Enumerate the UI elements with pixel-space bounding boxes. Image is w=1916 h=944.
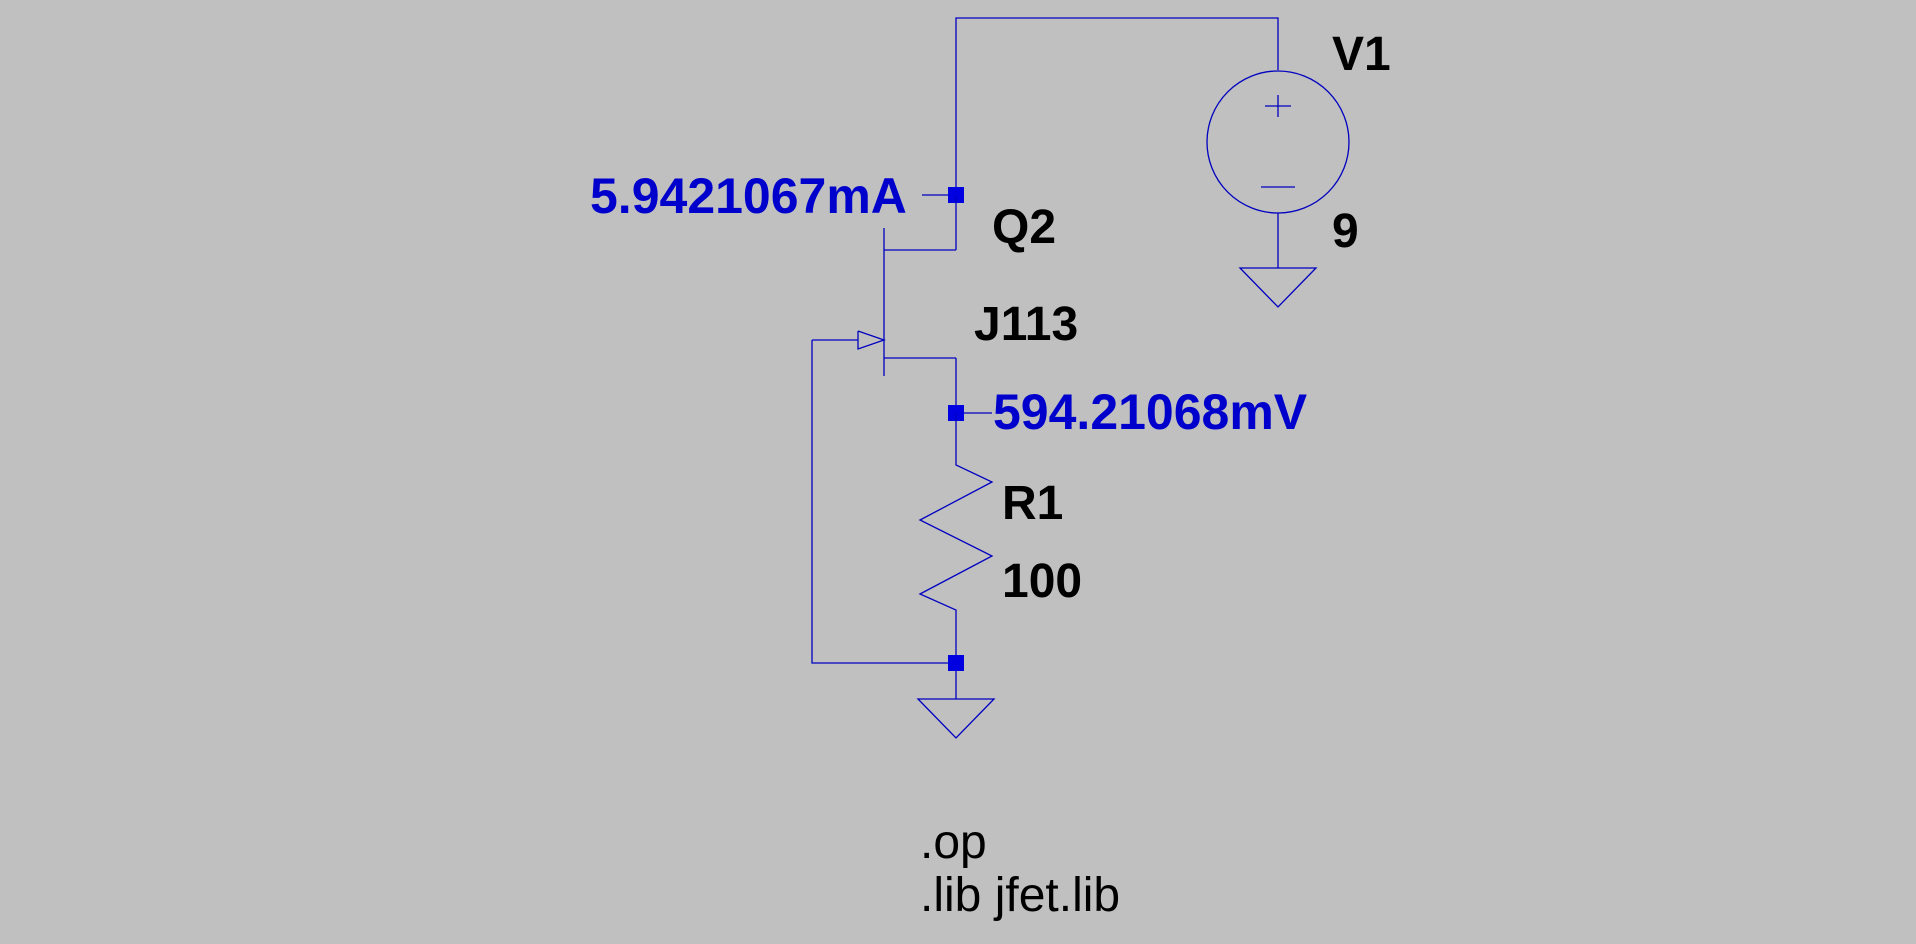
voltage-source-v1[interactable] [1206, 70, 1350, 268]
ground-symbol-main [916, 698, 996, 739]
probe-current-label: 5.9421067mA [590, 168, 907, 224]
jfet-q2[interactable] [812, 195, 957, 412]
r1-ref-label[interactable]: R1 [1002, 477, 1063, 530]
v1-ref-label[interactable]: V1 [1332, 28, 1391, 81]
resistor-r1[interactable] [918, 413, 994, 663]
r1-value-label[interactable]: 100 [1002, 555, 1082, 608]
directive-op[interactable]: .op [920, 816, 987, 869]
wire-drain-to-v1[interactable] [955, 17, 1279, 195]
directive-lib[interactable]: .lib jfet.lib [920, 869, 1120, 922]
probe-voltage-label: 594.21068mV [993, 384, 1308, 440]
q2-ref-label[interactable]: Q2 [992, 201, 1056, 254]
node-ground[interactable] [948, 655, 964, 671]
v1-value-label[interactable]: 9 [1332, 205, 1359, 258]
ground-symbol-v1 [1238, 267, 1318, 308]
wire-gate-return[interactable] [811, 340, 956, 664]
q2-model-label[interactable]: J113 [974, 298, 1078, 351]
